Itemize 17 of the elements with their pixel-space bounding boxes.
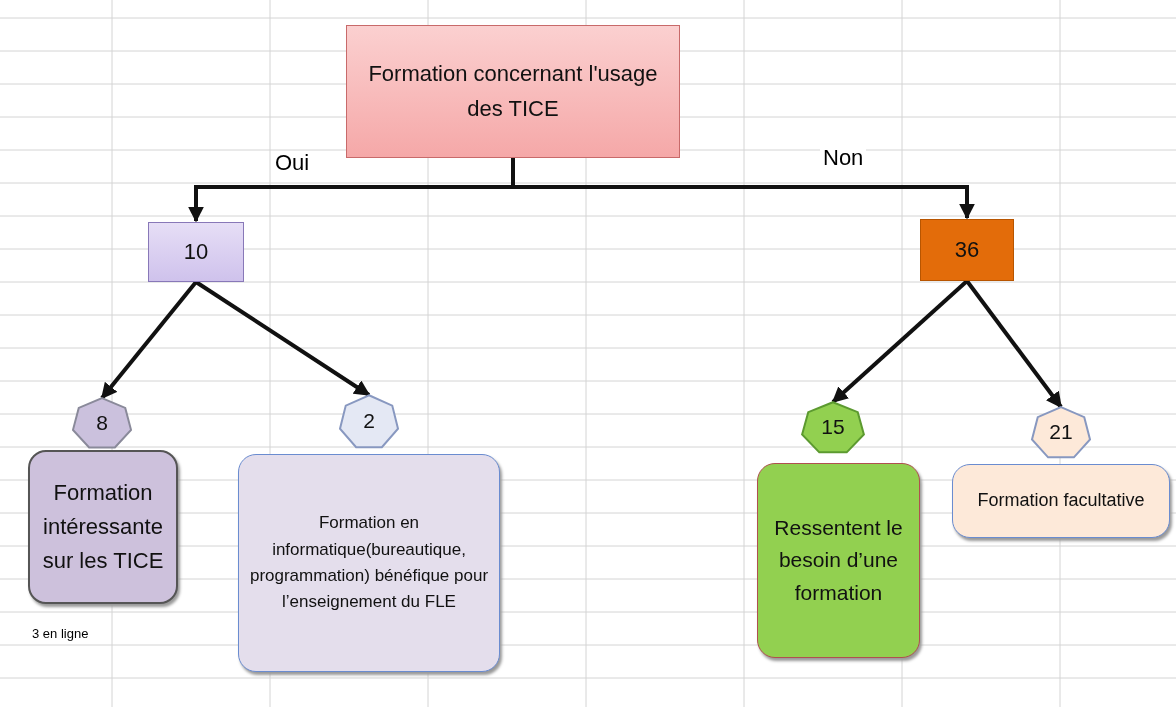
count-box: 36	[920, 219, 1014, 281]
count-box: 10	[148, 222, 244, 282]
answer-box: Formation intéressante sur les TICE	[28, 450, 178, 604]
count-heptagon: 8	[71, 396, 133, 450]
count-heptagon: 21	[1030, 405, 1092, 460]
arrow	[100, 280, 198, 400]
answer-box: Ressentent le besoin d’une formation	[757, 463, 920, 658]
answer-box: Formation en informatique(bureautique, programmation) bénéfique pour l’enseignement du FLE	[238, 454, 500, 672]
arrow	[511, 158, 975, 220]
note-text: 3 en ligne	[32, 626, 89, 641]
count-heptagon: 2	[338, 393, 400, 450]
count-heptagon: 15	[800, 400, 866, 455]
answer-box: Formation facultative	[952, 464, 1170, 538]
arrow	[194, 280, 371, 397]
title-box: Formation concernant l'usage des TICE	[346, 25, 680, 158]
arrow	[831, 279, 969, 404]
arrow	[965, 279, 1063, 409]
